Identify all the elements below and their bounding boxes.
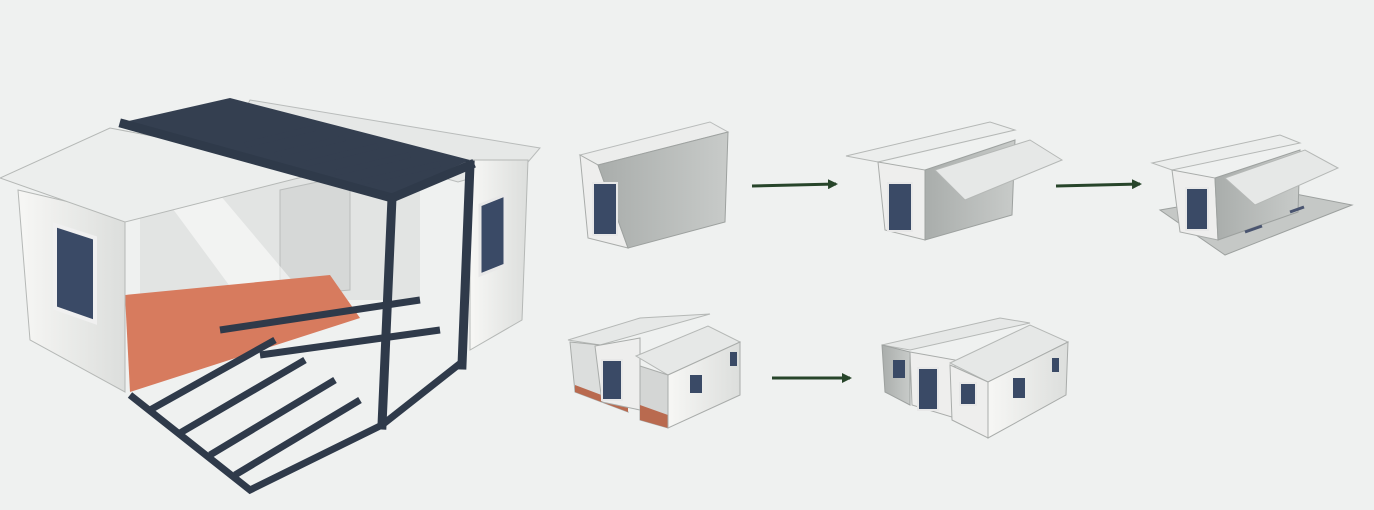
step-roof-unfolding [845,121,1064,241]
frame-posts [118,118,476,430]
step3-roof-panel [1224,149,1340,206]
step5-door [917,367,939,411]
top-frame-roof [124,98,470,195]
step-one-side-expanded [567,313,742,429]
left-wall-window [53,222,97,325]
light-beam [170,195,300,300]
step3-door [1185,187,1209,231]
right-wall-window [478,192,507,278]
step-panels-unfolding [1150,134,1354,256]
arrow-step-2-to-3 [1055,179,1142,190]
step5-expanded-wing [987,341,1069,439]
main-house-illustration [0,98,541,495]
floor-frame [127,296,465,495]
step4-expanded-wing [667,341,741,429]
interior-floor [125,275,360,392]
step2-door [887,182,913,232]
container-door [592,182,618,236]
frame-roof-beams [244,125,441,185]
step-folded-container [578,121,730,249]
step-fully-expanded [881,317,1070,439]
unfolding-roof-panel [934,139,1064,201]
arrow-step-1-to-2 [751,179,838,190]
